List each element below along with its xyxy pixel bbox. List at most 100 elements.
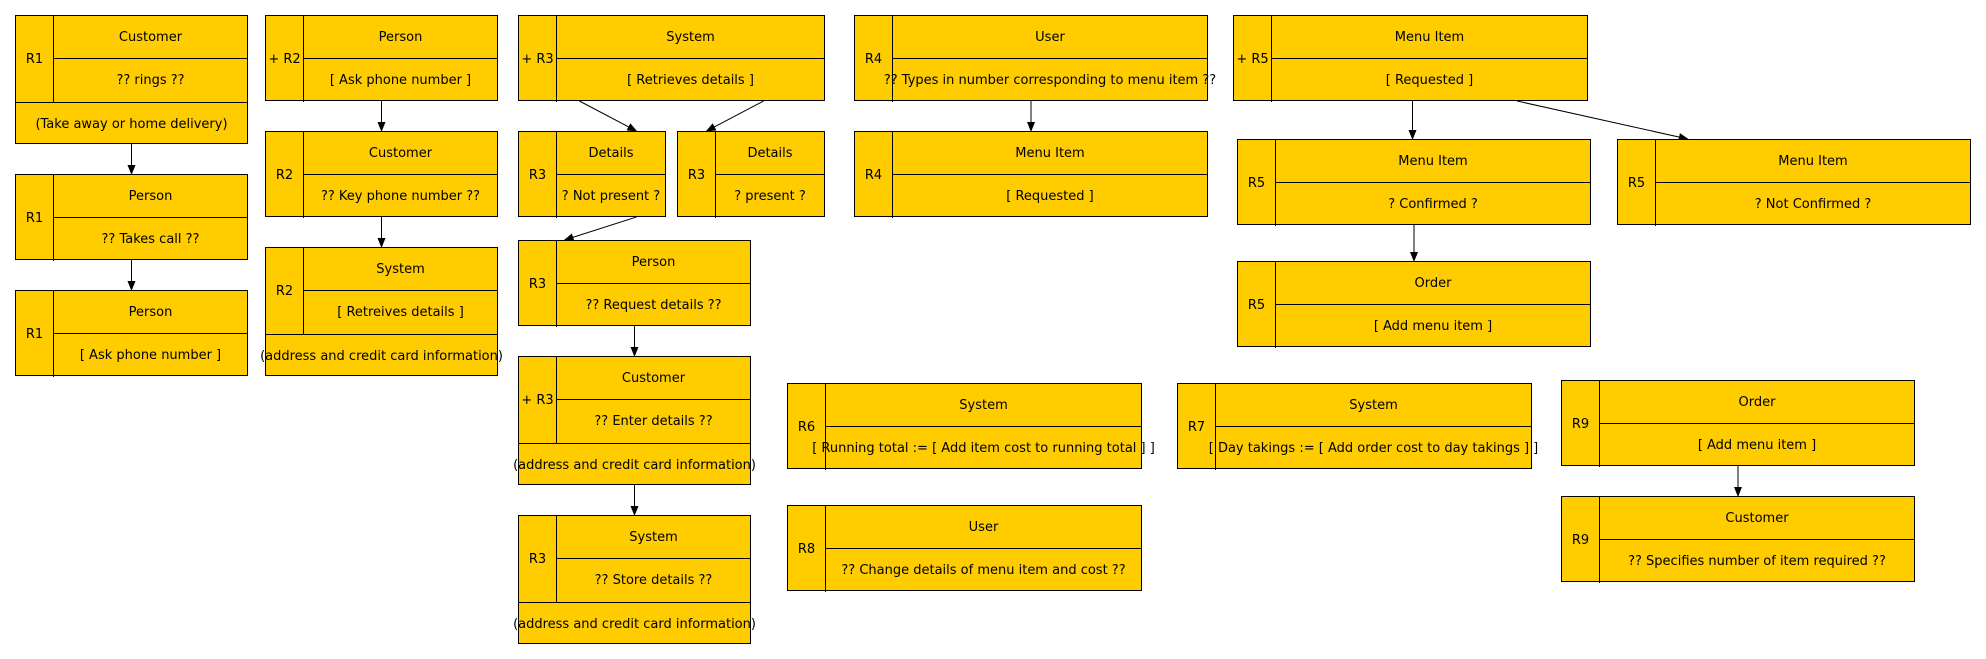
requirement-tag: R5 [1618, 140, 1656, 226]
requirement-tag: R4 [855, 132, 893, 218]
component-behavior: ?? Takes call ?? [101, 232, 200, 247]
component-name: Details [716, 132, 824, 175]
component-behavior: [ Day takings := [ Add order cost to day… [1208, 441, 1539, 456]
requirement-tag: R2 [266, 248, 304, 334]
component-behavior: ? Not Confirmed ? [1754, 197, 1872, 212]
component-behavior: ?? Specifies number of item required ?? [1628, 554, 1886, 569]
component-behavior: [ Add menu item ] [1697, 438, 1817, 453]
node-r5-menu-item-confirmed[interactable]: R5 Menu Item ? Confirmed ? [1237, 139, 1591, 226]
node-r3-person-request-details[interactable]: R3 Person ?? Request details ?? [518, 240, 751, 327]
node-r3-details-not-present[interactable]: R3 Details ? Not present ? [518, 131, 666, 218]
component-name: System [557, 516, 750, 559]
requirement-tag: R1 [16, 175, 54, 261]
node-r5-menu-item-requested[interactable]: + R5 Menu Item [ Requested ] [1233, 15, 1588, 102]
node-r7-system-day-takings[interactable]: R7 System [ Day takings := [ Add order c… [1177, 383, 1539, 470]
node-r9-order-add-menu-item[interactable]: R9 Order [ Add menu item ] [1561, 380, 1915, 467]
requirement-tag: R1 [16, 291, 54, 377]
component-behavior: ? Not present ? [561, 189, 661, 204]
requirement-tag: + R2 [266, 16, 304, 102]
component-name: System [304, 248, 497, 291]
node-r4-menu-item-requested[interactable]: R4 Menu Item [ Requested ] [854, 131, 1208, 218]
node-r2-person-ask-phone[interactable]: + R2 Person [ Ask phone number ] [265, 15, 498, 102]
requirement-tag: R8 [788, 506, 826, 592]
connector-arrow [705, 100, 764, 132]
node-r3-system-retrieves-details[interactable]: + R3 System [ Retrieves details ] [518, 15, 825, 102]
component-name: Menu Item [1656, 140, 1970, 183]
node-r5-menu-item-not-confirmed[interactable]: R5 Menu Item ? Not Confirmed ? [1617, 139, 1971, 226]
node-r1-customer-rings[interactable]: R1 Customer ?? rings ?? (Take away or ho… [15, 15, 248, 144]
requirement-tag: R1 [16, 16, 54, 102]
behavior-note: (address and credit card information) [260, 334, 503, 377]
component-behavior: [ Ask phone number ] [79, 348, 222, 363]
requirement-tag: R3 [519, 516, 557, 602]
node-r2-system-retreives-details[interactable]: R2 System [ Retreives details ] (address… [260, 247, 503, 377]
component-behavior: ?? Request details ?? [585, 298, 722, 313]
component-behavior: ?? rings ?? [116, 73, 185, 88]
node-r6-system-running-total[interactable]: R6 System [ Running total := [ Add item … [787, 383, 1155, 470]
requirement-tag: R9 [1562, 381, 1600, 467]
node-r3-details-present[interactable]: R3 Details ? present ? [677, 131, 825, 218]
component-name: Menu Item [893, 132, 1207, 175]
connector-arrow [1516, 100, 1689, 141]
node-r3-system-store-details[interactable]: R3 System ?? Store details ?? (address a… [513, 515, 756, 645]
node-r3-customer-enter-details[interactable]: + R3 Customer ?? Enter details ?? (addre… [513, 356, 756, 486]
component-behavior: ?? Key phone number ?? [320, 189, 481, 204]
component-name: User [893, 16, 1207, 59]
component-name: Menu Item [1272, 16, 1587, 59]
component-behavior: [ Requested ] [1385, 73, 1474, 88]
behavior-note: (address and credit card information) [513, 602, 756, 645]
behavior-note: (Take away or home delivery) [16, 102, 247, 145]
node-r4-user-types-number[interactable]: R4 User ?? Types in number corresponding… [854, 15, 1217, 102]
behavior-note: (address and credit card information) [513, 443, 756, 486]
component-name: Person [304, 16, 497, 59]
requirement-tag: + R3 [519, 357, 557, 443]
node-r5-order-add-menu-item[interactable]: R5 Order [ Add menu item ] [1237, 261, 1591, 348]
node-r1-person-takes-call[interactable]: R1 Person ?? Takes call ?? [15, 174, 248, 261]
component-name: System [1216, 384, 1531, 427]
component-name: Details [557, 132, 665, 175]
node-r1-person-ask-phone[interactable]: R1 Person [ Ask phone number ] [15, 290, 248, 377]
component-behavior: ?? Types in number corresponding to menu… [883, 73, 1217, 88]
requirement-tag: R4 [855, 16, 893, 102]
component-behavior: ? present ? [734, 189, 806, 204]
requirement-tag: R5 [1238, 262, 1276, 348]
component-behavior: [ Retreives details ] [337, 305, 464, 320]
requirement-tag: R6 [788, 384, 826, 470]
component-name: Customer [557, 357, 750, 400]
component-name: Person [54, 291, 247, 334]
component-name: Order [1276, 262, 1590, 305]
connector-arrow [563, 216, 637, 242]
component-behavior: ? Confirmed ? [1388, 197, 1478, 212]
requirement-tag: R3 [519, 241, 557, 327]
component-name: User [826, 506, 1141, 549]
component-behavior: ?? Change details of menu item and cost … [841, 563, 1126, 578]
requirement-tag: R7 [1178, 384, 1216, 470]
component-behavior: [ Running total := [ Add item cost to ru… [812, 441, 1155, 456]
component-behavior: [ Add menu item ] [1373, 319, 1493, 334]
requirement-tag: R5 [1238, 140, 1276, 226]
component-name: Person [54, 175, 247, 218]
requirement-tag: + R3 [519, 16, 557, 102]
component-name: System [826, 384, 1141, 427]
node-r9-customer-specifies-number[interactable]: R9 Customer ?? Specifies number of item … [1561, 496, 1915, 583]
component-name: System [557, 16, 824, 59]
component-name: Menu Item [1276, 140, 1590, 183]
node-r8-user-change-details[interactable]: R8 User ?? Change details of menu item a… [787, 505, 1142, 592]
component-behavior: ?? Store details ?? [594, 573, 713, 588]
requirement-tag: R2 [266, 132, 304, 218]
requirement-tag: R9 [1562, 497, 1600, 583]
node-r2-customer-key-phone[interactable]: R2 Customer ?? Key phone number ?? [265, 131, 498, 218]
component-behavior: [ Requested ] [1006, 189, 1094, 204]
component-behavior: [ Ask phone number ] [329, 73, 472, 88]
component-name: Person [557, 241, 750, 284]
component-behavior: ?? Enter details ?? [594, 414, 713, 429]
component-behavior: [ Retrieves details ] [627, 73, 754, 88]
requirement-tag: R3 [519, 132, 557, 218]
connector-arrow [579, 100, 638, 132]
component-name: Customer [54, 16, 247, 59]
requirement-tag: R3 [678, 132, 716, 218]
requirement-tag: + R5 [1234, 16, 1272, 102]
component-name: Customer [304, 132, 497, 175]
component-name: Order [1600, 381, 1914, 424]
component-name: Customer [1600, 497, 1914, 540]
